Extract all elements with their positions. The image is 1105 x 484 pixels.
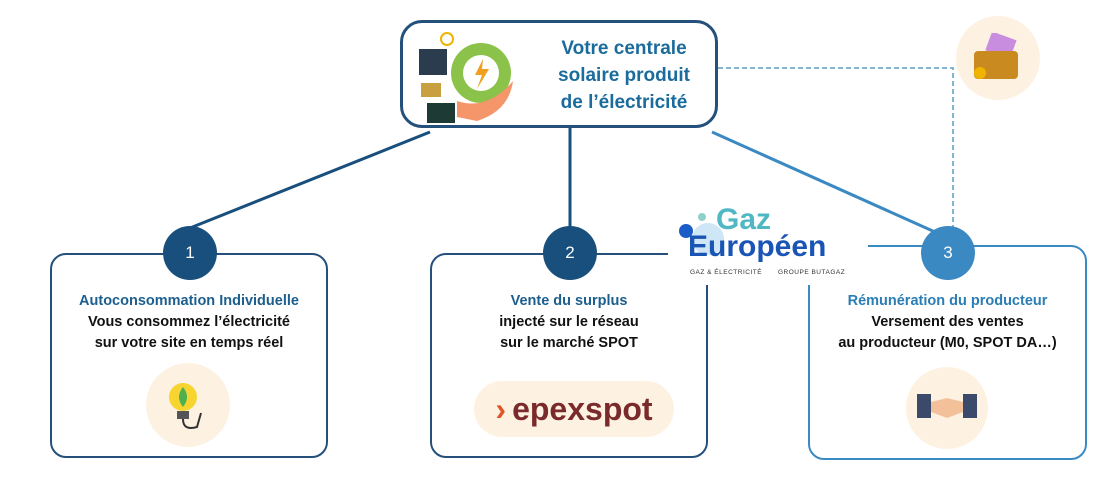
step-number-3: 3 bbox=[921, 226, 975, 280]
gaz-europeen-logo: Gaz Européen GAZ & ÉLECTRICITÉ GROUPE BU… bbox=[668, 205, 868, 285]
wallet-icon bbox=[956, 16, 1040, 100]
handshake-icon bbox=[906, 367, 988, 449]
epexspot-logo: ›epexspot bbox=[474, 381, 674, 437]
connector-1 bbox=[189, 130, 431, 230]
dashed-payment-connector bbox=[718, 67, 954, 228]
step-line: Vous consommez l’électricité bbox=[88, 314, 290, 330]
solar-production-box: Votre centrale solaire produit de l’élec… bbox=[400, 20, 718, 128]
step-line: Versement des ventes bbox=[871, 314, 1024, 330]
step-card-1: Autoconsommation Individuelle Vous conso… bbox=[50, 253, 328, 458]
lightbulb-plug-icon bbox=[146, 363, 230, 447]
step-title: Vente du surplus bbox=[510, 293, 628, 309]
step-number-2: 2 bbox=[543, 226, 597, 280]
step-line: injecté sur le réseau bbox=[499, 314, 639, 330]
solar-hand-icon bbox=[419, 32, 513, 123]
step-number-1: 1 bbox=[163, 226, 217, 280]
step-title: Autoconsommation Individuelle bbox=[79, 293, 299, 309]
step-card-2: Vente du surplus injecté sur le réseau s… bbox=[430, 253, 708, 458]
center-title: Votre centrale solaire produit de l’élec… bbox=[558, 38, 690, 113]
connector-3 bbox=[711, 130, 936, 234]
step-line: sur votre site en temps réel bbox=[94, 335, 284, 351]
step-title: Rémunération du producteur bbox=[847, 293, 1048, 309]
step-line: sur le marché SPOT bbox=[500, 335, 638, 351]
step-line: au producteur (M0, SPOT DA…) bbox=[838, 335, 1057, 351]
